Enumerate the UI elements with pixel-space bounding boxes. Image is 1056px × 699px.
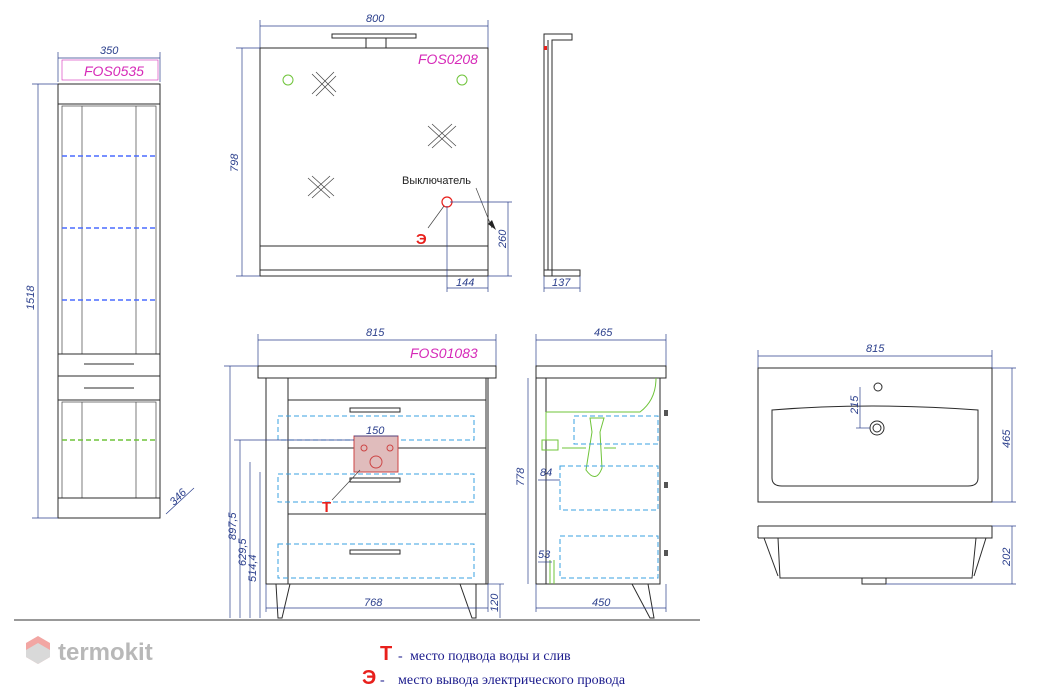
vanity-side-height: 778 — [515, 467, 527, 486]
vanity-side-depth: 465 — [594, 327, 613, 339]
sink-height: 202 — [1001, 548, 1013, 567]
legend-electric-symbol: Э — [362, 667, 376, 689]
mirror-side-depth: 137 — [552, 277, 571, 289]
sink-view: 815 215 465 202 — [757, 343, 1016, 585]
legend-water-dash: - — [398, 649, 403, 664]
vanity-pipe-height: 629,5 — [237, 538, 249, 566]
electric-symbol: Э — [416, 231, 427, 248]
vanity-leg-height: 120 — [489, 593, 501, 612]
mirror-reflection-marks — [307, 71, 457, 199]
mirror-height: 798 — [229, 153, 241, 172]
legend: Т - место подвода воды и слив Э - место … — [362, 643, 626, 689]
legend-water-text: место подвода воды и слив — [410, 649, 571, 664]
switch-label: Выключатель — [402, 175, 471, 187]
vanity-front-view: 815 FOS01083 150 Т 897,5 — [224, 327, 504, 619]
mirror-view: 800 FOS0208 Выключатель Э 798 — [229, 13, 581, 292]
tall-cabinet-width: 350 — [100, 45, 119, 57]
vanity-side-bottom: 450 — [592, 597, 611, 609]
vanity-width: 815 — [366, 327, 385, 339]
legend-water-symbol: Т — [380, 643, 392, 665]
switch-offset: 144 — [456, 277, 474, 289]
sink-faucet-offset: 215 — [849, 395, 861, 415]
vanity-drain-height: 897,5 — [227, 512, 239, 540]
legend-electric-text: место вывода электрического провода — [398, 673, 626, 688]
sink-depth: 465 — [1001, 429, 1013, 448]
tall-cabinet-depth: 346 — [168, 486, 190, 508]
water-symbol: Т — [322, 499, 331, 516]
mirror-code: FOS0208 — [418, 51, 478, 67]
vanity-inner-width: 768 — [364, 597, 383, 609]
logo-text: termokit — [58, 639, 153, 666]
legend-electric-dash: - — [380, 673, 385, 688]
vanity-code: FOS01083 — [410, 345, 478, 361]
water-drain-box — [353, 435, 399, 473]
sink-width: 815 — [866, 343, 885, 355]
vanity-side-offset-bottom: 53 — [538, 549, 551, 561]
mirror-width: 800 — [366, 13, 385, 25]
termokit-logo: termokit — [26, 636, 153, 666]
switch-height: 260 — [497, 229, 509, 249]
tall-cabinet-height: 1518 — [25, 285, 37, 310]
vanity-outlet-height: 514,4 — [247, 554, 259, 582]
drain-box-width: 150 — [366, 425, 385, 437]
vanity-side-view: 465 84 53 778 450 — [515, 327, 668, 619]
tall-cabinet-code: FOS0535 — [84, 63, 144, 79]
tall-cabinet-view: 350 FOS0535 1518 346 — [25, 45, 195, 519]
vanity-side-offset-top: 84 — [540, 467, 552, 479]
